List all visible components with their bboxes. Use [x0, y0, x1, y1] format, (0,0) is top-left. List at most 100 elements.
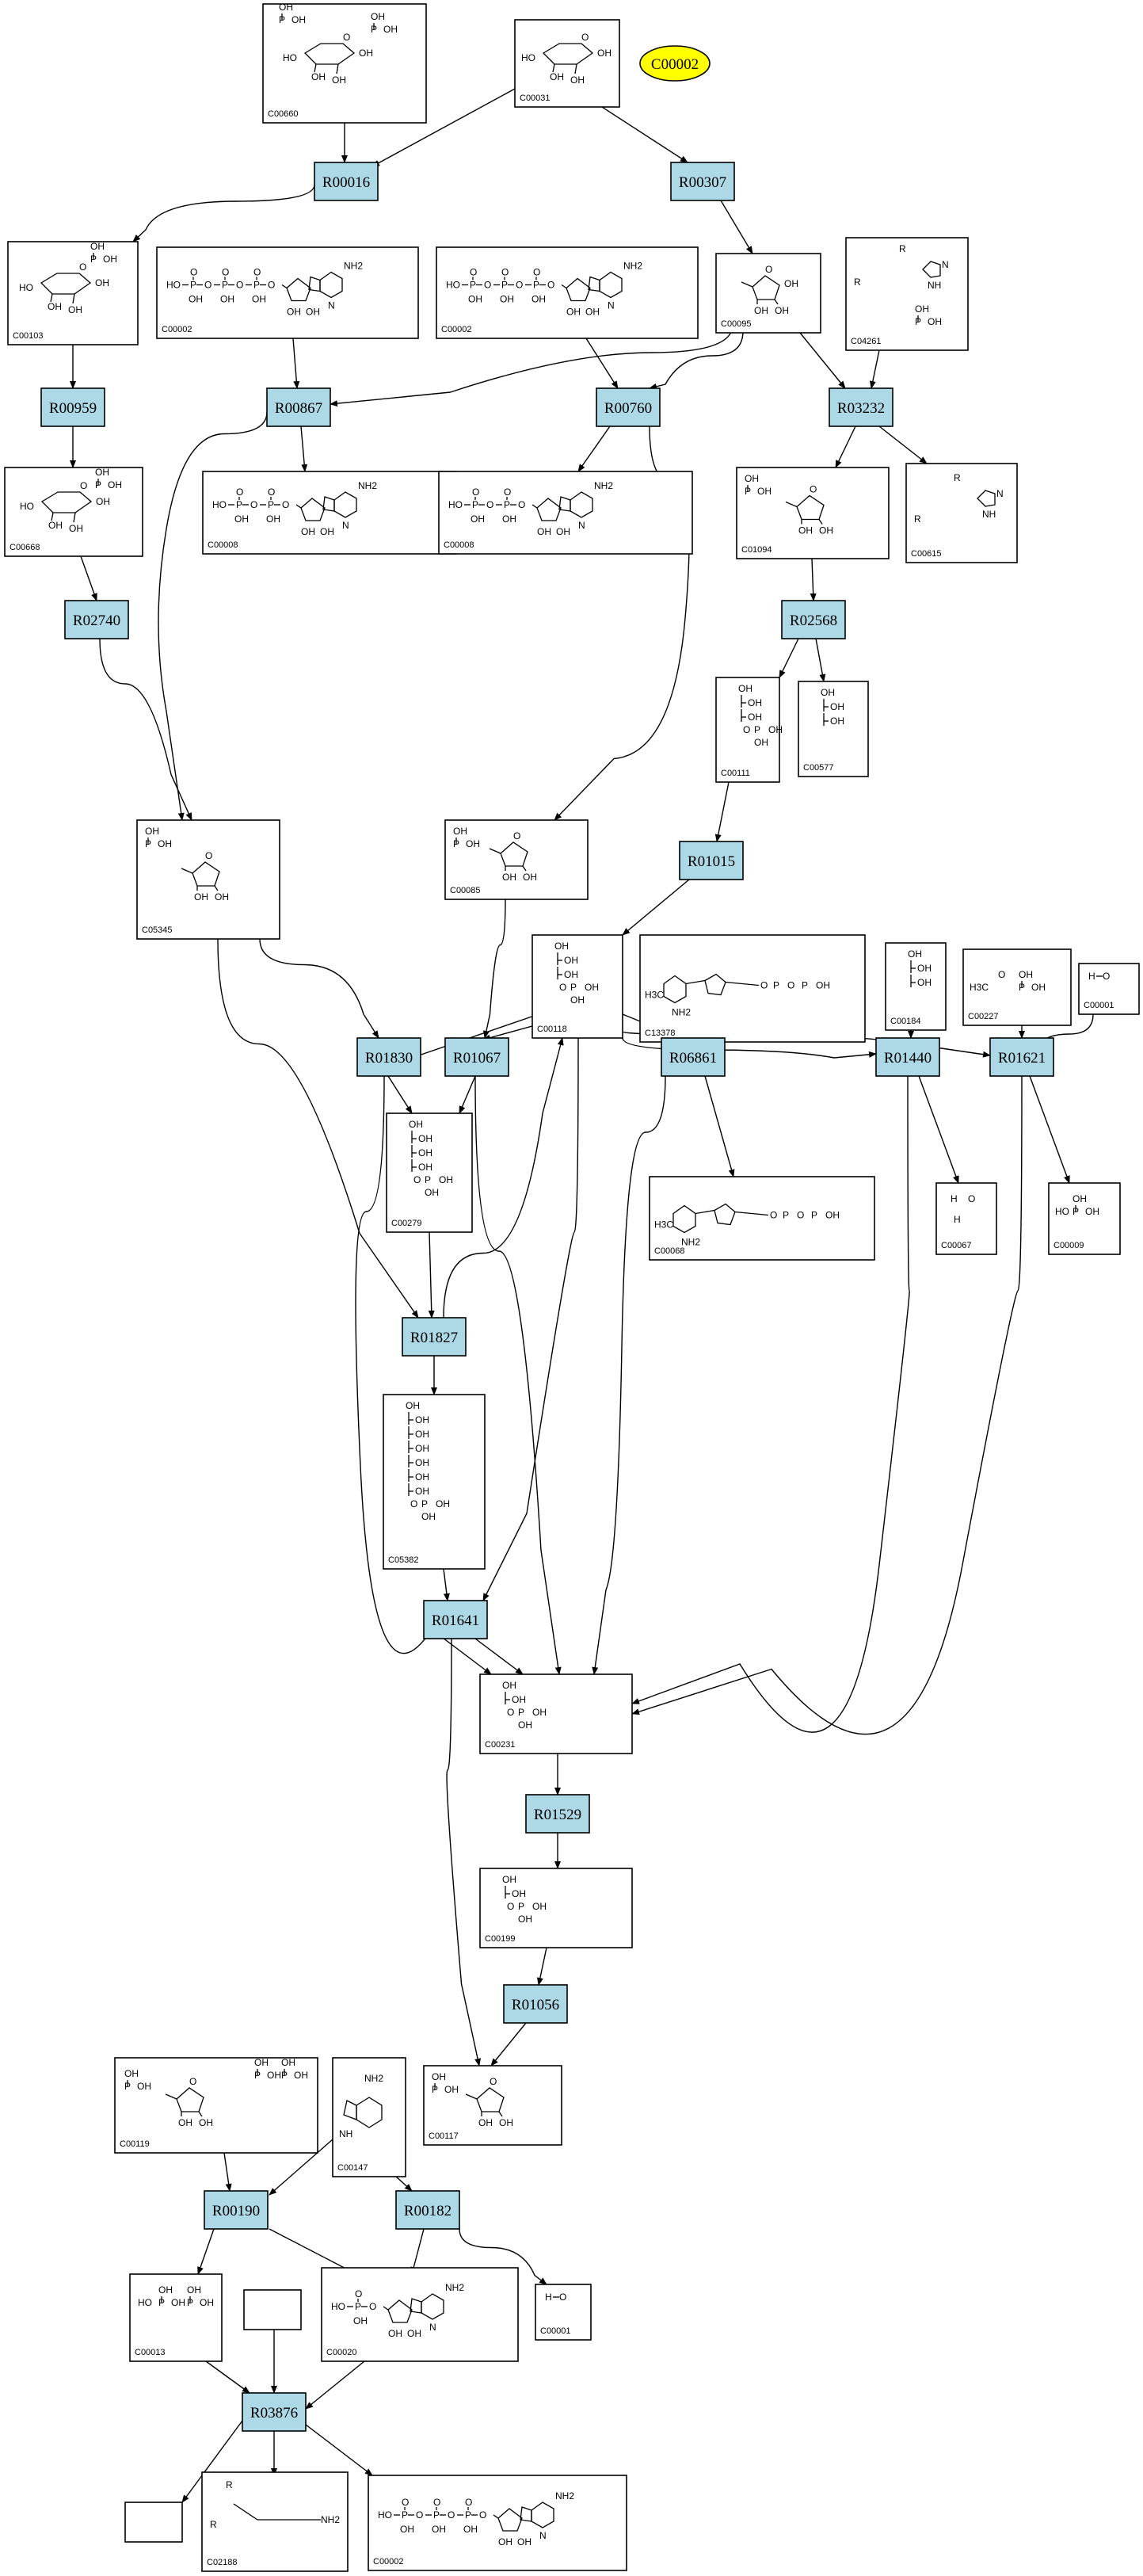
compound-box — [479, 1673, 633, 1754]
reaction-node[interactable]: R01641 — [423, 1600, 488, 1639]
reaction-box — [503, 1984, 568, 2024]
compound-id: C00119 — [120, 2139, 150, 2149]
reaction-node[interactable]: R03876 — [242, 2392, 307, 2432]
reaction-node[interactable]: R01827 — [402, 1317, 467, 1357]
reaction-node[interactable]: R00760 — [596, 387, 661, 427]
atom-label: O — [479, 2509, 486, 2521]
edge-r8-c16 — [622, 879, 690, 936]
atom-label: NH2 — [445, 2282, 464, 2293]
reaction-node[interactable]: R00182 — [395, 2190, 460, 2230]
atom-label: OH — [69, 523, 83, 534]
atom-label: OH — [498, 2536, 512, 2547]
reaction-node[interactable]: R01529 — [525, 1794, 590, 1834]
atom-label: O — [770, 1210, 777, 1221]
reaction-node[interactable]: R01015 — [679, 841, 744, 880]
reaction-node[interactable]: R02568 — [781, 600, 846, 639]
atom-label: P — [465, 2509, 471, 2521]
reaction-id: R00959 — [49, 400, 97, 417]
reaction-node[interactable]: R01067 — [444, 1037, 509, 1077]
reaction-node[interactable]: R01056 — [503, 1984, 568, 2024]
atom-label: HO — [20, 501, 34, 512]
compound-box — [885, 942, 947, 1031]
edge-c16-r15 — [482, 1037, 579, 1601]
reaction-node[interactable]: R00959 — [40, 387, 105, 427]
atom-label: OH — [418, 1162, 432, 1173]
reaction-node[interactable]: R01621 — [989, 1037, 1054, 1077]
compound-box — [243, 2289, 302, 2330]
atom-label: O — [448, 2509, 455, 2521]
atom-label: OH — [597, 48, 612, 59]
reaction-box — [402, 1317, 467, 1357]
reaction-id: R01056 — [512, 1997, 559, 2013]
compound-node[interactable] — [124, 2502, 183, 2543]
reaction-node[interactable]: R00307 — [670, 162, 735, 201]
reaction-node[interactable]: R01440 — [875, 1037, 940, 1077]
compound-id: C00002 — [162, 325, 192, 334]
atom-label: R — [854, 277, 861, 288]
reaction-node[interactable]: R02740 — [64, 600, 129, 639]
atom-label: O — [355, 2288, 362, 2299]
atom-label: OH — [1019, 969, 1033, 980]
atom-label: O — [205, 850, 212, 861]
atom-label: OH — [301, 526, 315, 537]
atom-label: OH — [928, 316, 942, 327]
reaction-node[interactable]: R01830 — [356, 1037, 421, 1077]
atom-label: P — [421, 1498, 428, 1509]
atom-label: OH — [215, 891, 229, 903]
reaction-node[interactable]: R06861 — [661, 1037, 726, 1077]
edge-r3-c14 — [158, 411, 268, 821]
atom-label: O — [416, 2509, 423, 2521]
atom-label: OH — [517, 2536, 531, 2547]
atom-label: O — [490, 2076, 497, 2087]
reaction-node[interactable]: R03232 — [829, 387, 893, 427]
reaction-node[interactable]: R00016 — [314, 162, 379, 201]
reaction-node[interactable]: R00867 — [266, 387, 331, 427]
edge-r15-c26 — [474, 1638, 524, 1675]
compound-box — [438, 471, 693, 555]
atom-label: OH — [478, 2117, 493, 2128]
atom-label: P — [190, 280, 196, 291]
reaction-node[interactable]: R00190 — [204, 2190, 269, 2230]
atom-label: O — [472, 487, 479, 498]
compound-node[interactable] — [243, 2289, 302, 2330]
highlight-node[interactable]: C00002 — [639, 45, 711, 82]
compound-box — [649, 1176, 875, 1261]
